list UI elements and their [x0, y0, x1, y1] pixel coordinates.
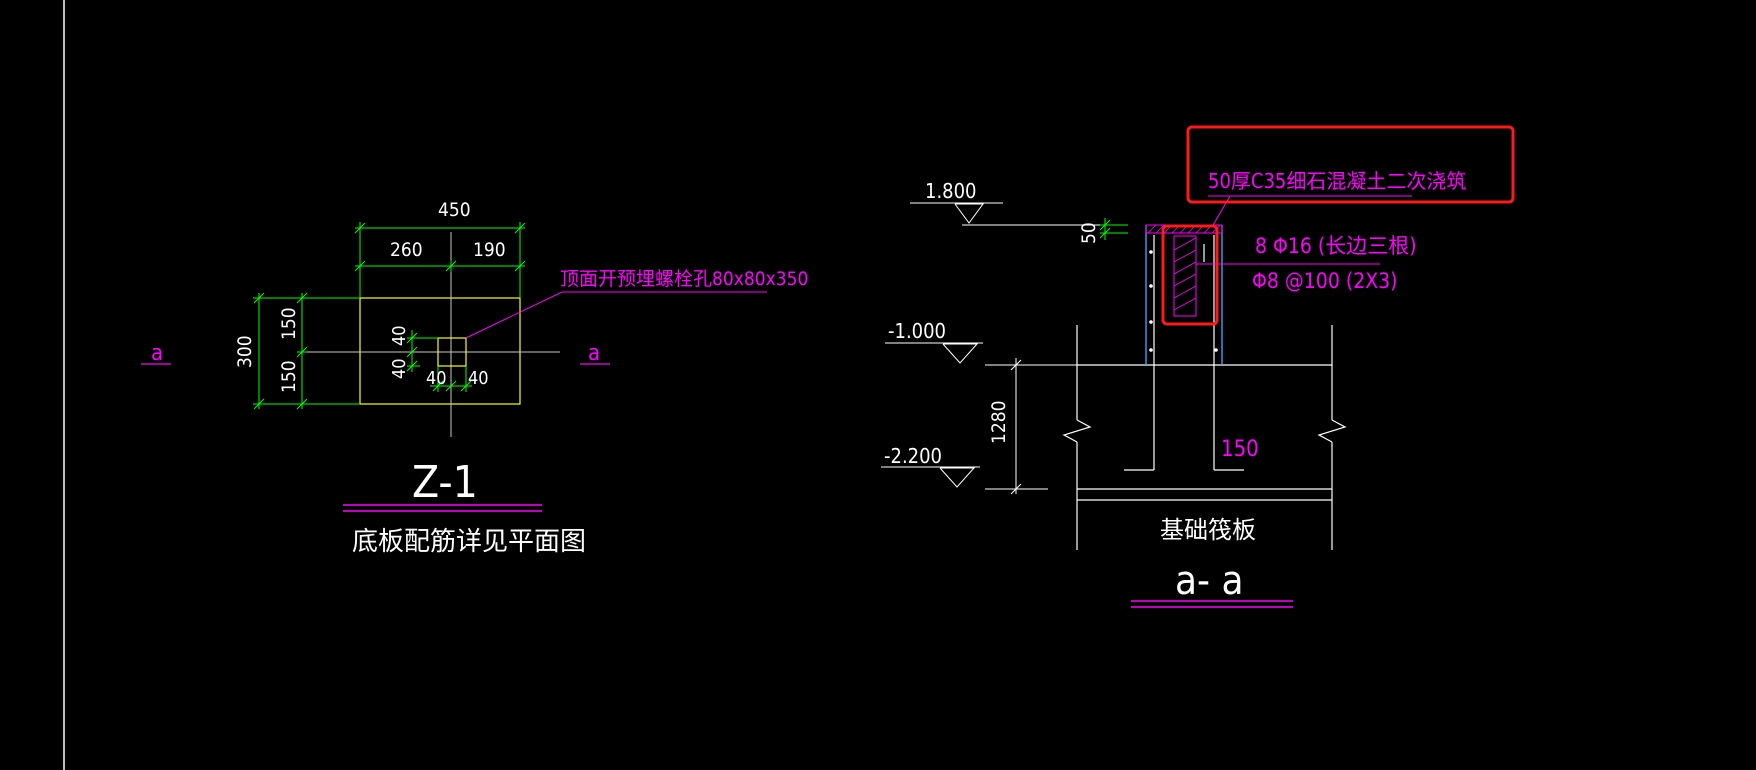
bolt-hole — [437, 337, 467, 367]
note-rebar-main: 8 Φ16 (长边三根) — [1255, 234, 1417, 258]
section-view-aa: 1.800 -1.000 -2.200 1280 基础筏板 — [881, 125, 1515, 608]
plan-dim-150-top: 150 — [278, 307, 300, 340]
plan-subtitle: 底板配筋详见平面图 — [352, 527, 586, 557]
section-title: a- a — [1175, 558, 1244, 604]
plan-dim-150-bottom: 150 — [278, 360, 300, 393]
raft-label: 基础筏板 — [1160, 516, 1256, 544]
elev-minus-2200: -2.200 — [884, 444, 942, 468]
dim-150: 150 — [1221, 437, 1259, 462]
plan-view-z1: 450 260 190 300 150 150 40 40 40 40 顶面开预… — [141, 199, 808, 557]
note-rebar-stirrup: Φ8 @100 (2X3) — [1252, 269, 1398, 293]
plan-dim-260: 260 — [390, 239, 423, 261]
plan-dim-190: 190 — [473, 239, 506, 261]
section-mark-left: a — [151, 341, 163, 366]
plan-outline — [359, 297, 521, 405]
highlight-box-grout-note — [1186, 125, 1515, 204]
plan-dim-40-right: 40 — [468, 368, 489, 389]
note-grout: 50厚C35细石混凝土二次浇筑 — [1208, 169, 1466, 193]
plan-title: Z-1 — [412, 457, 478, 508]
elev-minus-1000: -1.000 — [888, 319, 946, 343]
section-mark-right: a — [588, 341, 600, 366]
plan-note-hole: 顶面开预埋螺栓孔80x80x350 — [560, 268, 808, 290]
bolt-hole-section — [1173, 235, 1197, 317]
plan-dim-40-down: 40 — [389, 358, 410, 379]
plan-dim-40-up: 40 — [389, 325, 410, 346]
dim-1280: 1280 — [988, 401, 1010, 445]
dim-50: 50 — [1078, 222, 1100, 244]
plan-note-leader — [465, 291, 767, 339]
highlight-box-bolt-hole — [1161, 224, 1219, 326]
plan-dim-40-left: 40 — [426, 368, 447, 389]
plan-dim-450: 450 — [438, 199, 471, 221]
plan-dim-300: 300 — [234, 335, 256, 368]
elev-1800: 1.800 — [925, 179, 977, 203]
